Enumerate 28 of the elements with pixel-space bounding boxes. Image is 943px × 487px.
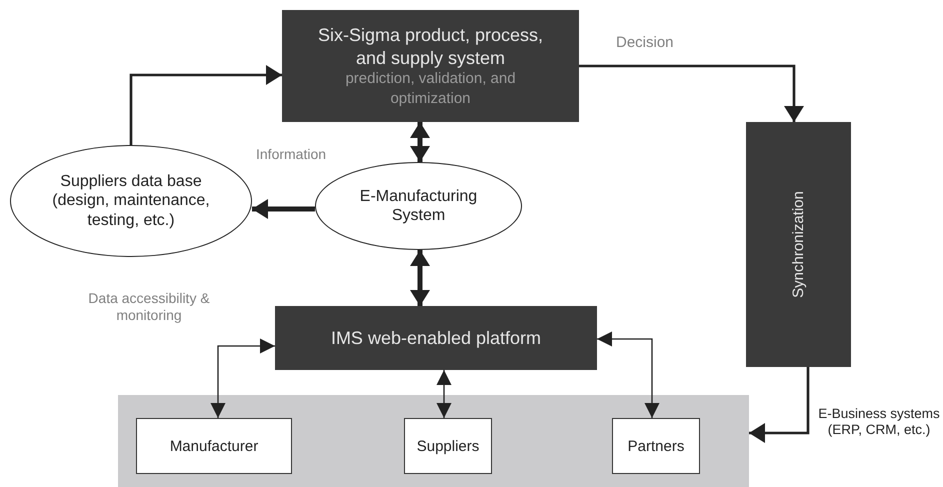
arrow: [579, 64, 804, 122]
arrow: [210, 338, 275, 418]
arrow: [410, 122, 430, 162]
node-label: Partners: [628, 438, 684, 454]
entity-box: [612, 418, 700, 474]
entity-box: [404, 418, 492, 474]
entity-box: [136, 418, 292, 474]
synchronization-bar: [746, 122, 851, 367]
node-label: Suppliers: [416, 438, 480, 454]
note-label: E-Business systems (ERP, CRM, etc.): [817, 406, 941, 438]
note-label: Information: [256, 146, 326, 163]
box-heading: Six-Sigma product, process, and supply system: [316, 24, 544, 69]
arrow: [597, 332, 660, 418]
node-label: Synchronization: [790, 191, 807, 298]
group-band: [118, 395, 749, 487]
process-box: [282, 10, 579, 122]
arrow: [130, 65, 282, 145]
node-label: Manufacturer: [170, 438, 258, 454]
note-label: Data accessibility & monitoring: [88, 290, 210, 324]
node-label: Suppliers data base (design, maintenance, testing, etc.): [51, 172, 211, 230]
arrow: [252, 199, 315, 219]
arrow: [749, 367, 810, 443]
node-label: E-Manufacturing System: [358, 186, 478, 226]
arrow: [410, 250, 430, 306]
box-body: prediction, validation, and optimization: [344, 69, 517, 108]
arrow: [436, 370, 452, 418]
platform-box: [275, 306, 597, 370]
node-label: IMS web-enabled platform: [330, 328, 542, 348]
